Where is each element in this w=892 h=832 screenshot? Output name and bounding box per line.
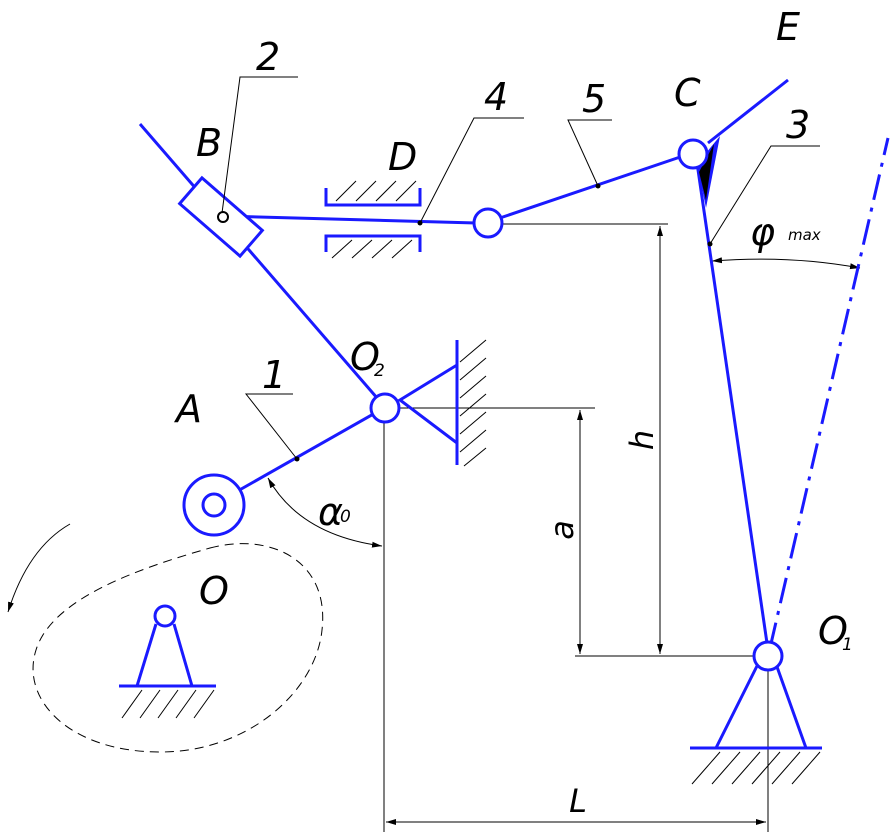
joint-A-inner bbox=[201, 492, 227, 518]
label-O1: O bbox=[818, 609, 848, 653]
rotation-arrow bbox=[7, 523, 71, 613]
label-D: D bbox=[388, 135, 417, 179]
joint-C bbox=[677, 138, 709, 170]
cam-profile bbox=[32, 543, 324, 753]
dimension-a: a bbox=[543, 410, 583, 654]
angle-phi: φ max bbox=[711, 210, 861, 270]
label-O2-sub: 2 bbox=[374, 361, 385, 381]
label-B: B bbox=[196, 121, 222, 165]
label-phi: φ bbox=[750, 210, 775, 254]
support-O bbox=[119, 604, 216, 719]
rocker-extreme-position bbox=[768, 137, 890, 649]
construction-lines bbox=[383, 223, 769, 832]
label-link-3: 3 bbox=[786, 103, 810, 147]
label-link-5: 5 bbox=[582, 77, 606, 121]
links bbox=[138, 78, 789, 651]
support-O1 bbox=[690, 663, 822, 785]
dimension-h: h bbox=[623, 226, 663, 654]
link-O2-B bbox=[138, 123, 386, 407]
label-alpha-sub: 0 bbox=[340, 507, 351, 527]
link-C-E bbox=[707, 78, 789, 145]
label-a: a bbox=[543, 520, 581, 540]
label-alpha: α bbox=[318, 490, 343, 534]
label-A: A bbox=[173, 387, 202, 431]
link-4 bbox=[221, 214, 477, 225]
link-5 bbox=[487, 151, 693, 224]
label-C: C bbox=[674, 71, 701, 115]
link-3 bbox=[694, 155, 770, 651]
slider-guide-D bbox=[324, 180, 422, 259]
labels: A B C D E O O 1 O 2 1 2 3 4 5 bbox=[173, 5, 853, 655]
label-link-2: 2 bbox=[256, 35, 280, 79]
label-link-1: 1 bbox=[262, 353, 286, 397]
joint-B bbox=[217, 211, 229, 223]
label-link-4: 4 bbox=[484, 75, 508, 119]
joint-O1 bbox=[752, 640, 784, 672]
label-E: E bbox=[776, 5, 800, 49]
label-L: L bbox=[569, 782, 587, 820]
joint-O2 bbox=[369, 392, 401, 424]
angle-alpha: α 0 bbox=[267, 477, 383, 548]
joints bbox=[182, 138, 784, 672]
label-h: h bbox=[623, 430, 661, 450]
label-O2: O bbox=[350, 335, 380, 379]
support-O2 bbox=[397, 339, 487, 467]
label-O: O bbox=[199, 569, 229, 613]
label-O1-sub: 1 bbox=[842, 635, 853, 655]
link-1 bbox=[212, 406, 385, 507]
label-phi-sub: max bbox=[788, 226, 821, 244]
leaders bbox=[221, 76, 820, 462]
joint-D bbox=[472, 207, 504, 239]
dimension-L: L bbox=[386, 782, 766, 825]
